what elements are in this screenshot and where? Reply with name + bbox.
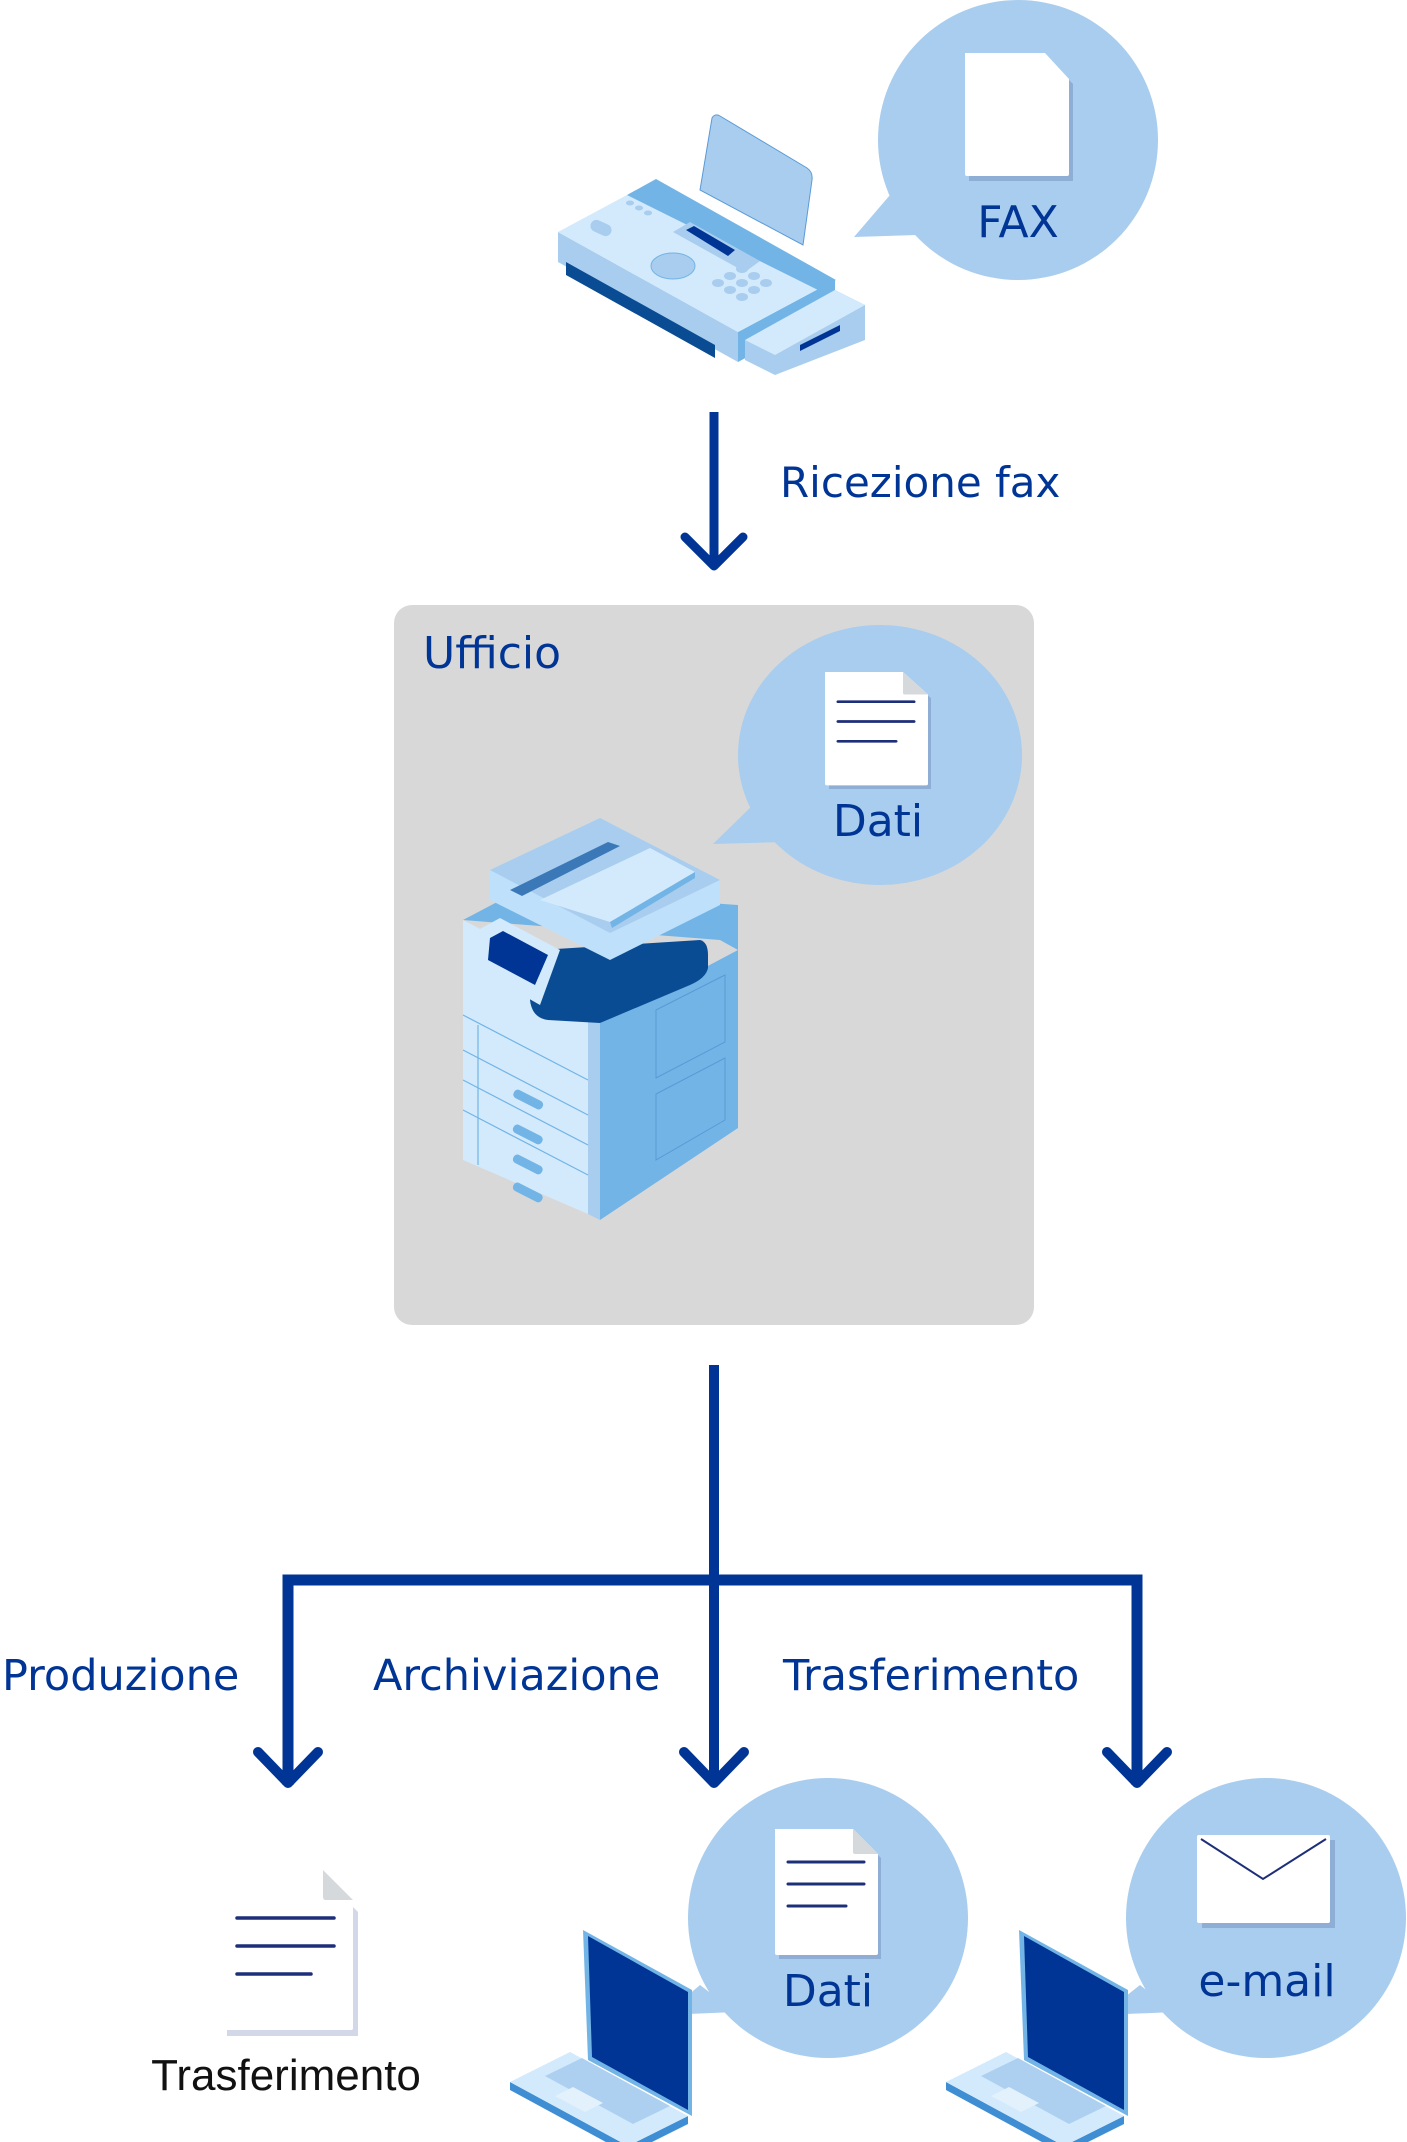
distribution-arrows [253,1365,1172,1788]
fax-machine-icon [558,114,865,375]
email-speech-bubble: e-mail [1102,1778,1406,2058]
output-trasferimento: e-mail [946,1778,1406,2142]
laptop-icon [946,1930,1128,2142]
branch-label-produzione: Produzione [2,1651,239,1701]
envelope-icon [1197,1835,1335,1928]
text-document-icon [823,670,933,791]
archive-bubble-label: Dati [783,1966,873,2017]
output-archiviazione: Dati [510,1778,968,2142]
blank-document-icon [965,53,1073,181]
branch-label-trasferimento: Trasferimento [782,1651,1079,1701]
office-bubble-label: Dati [833,796,923,847]
output-produzione: Trasferimento [151,1870,421,2100]
fax-reception-arrow [680,412,748,571]
office-title: Ufficio [423,628,561,679]
fax-reception-label: Ricezione fax [780,458,1060,507]
email-bubble-label: e-mail [1198,1956,1335,2007]
fax-bubble-label: FAX [977,197,1059,248]
office-box: Ufficio Dati [394,605,1034,1325]
branch-label-archiviazione: Archiviazione [373,1651,660,1701]
text-document-icon [773,1827,883,1961]
output-caption: Trasferimento [151,2051,421,2100]
text-document-icon [222,1870,358,2036]
archive-speech-bubble: Dati [665,1778,968,2058]
multifunction-printer-icon [462,818,738,1220]
fax-speech-bubble: FAX [854,0,1158,280]
laptop-icon [510,1930,692,2142]
office-speech-bubble: Dati [713,625,1022,885]
